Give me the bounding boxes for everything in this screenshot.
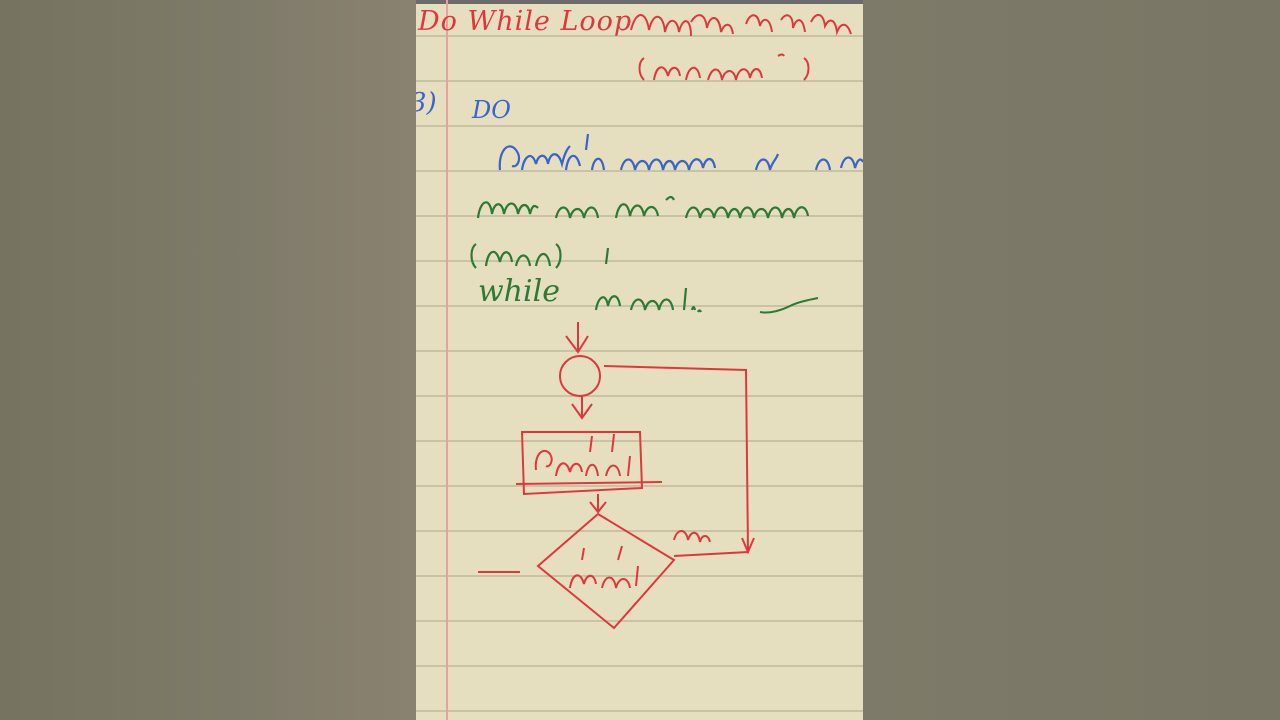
while-keyword: while bbox=[478, 274, 560, 309]
right-blurred-background bbox=[863, 0, 1280, 720]
margin-line bbox=[446, 0, 448, 720]
blue-thai-line bbox=[498, 133, 863, 171]
do-keyword: DO bbox=[472, 96, 511, 124]
flowchart bbox=[478, 322, 755, 630]
page-title: Do While Loop bbox=[418, 6, 633, 37]
top-edge-strip bbox=[416, 0, 863, 4]
step-marker: 3) bbox=[416, 88, 437, 118]
green-thai-lines bbox=[470, 195, 819, 314]
title-scribble bbox=[630, 14, 852, 81]
left-blurred-background bbox=[0, 0, 416, 720]
notebook-page: Do While Loop 3) DO while bbox=[416, 0, 863, 720]
